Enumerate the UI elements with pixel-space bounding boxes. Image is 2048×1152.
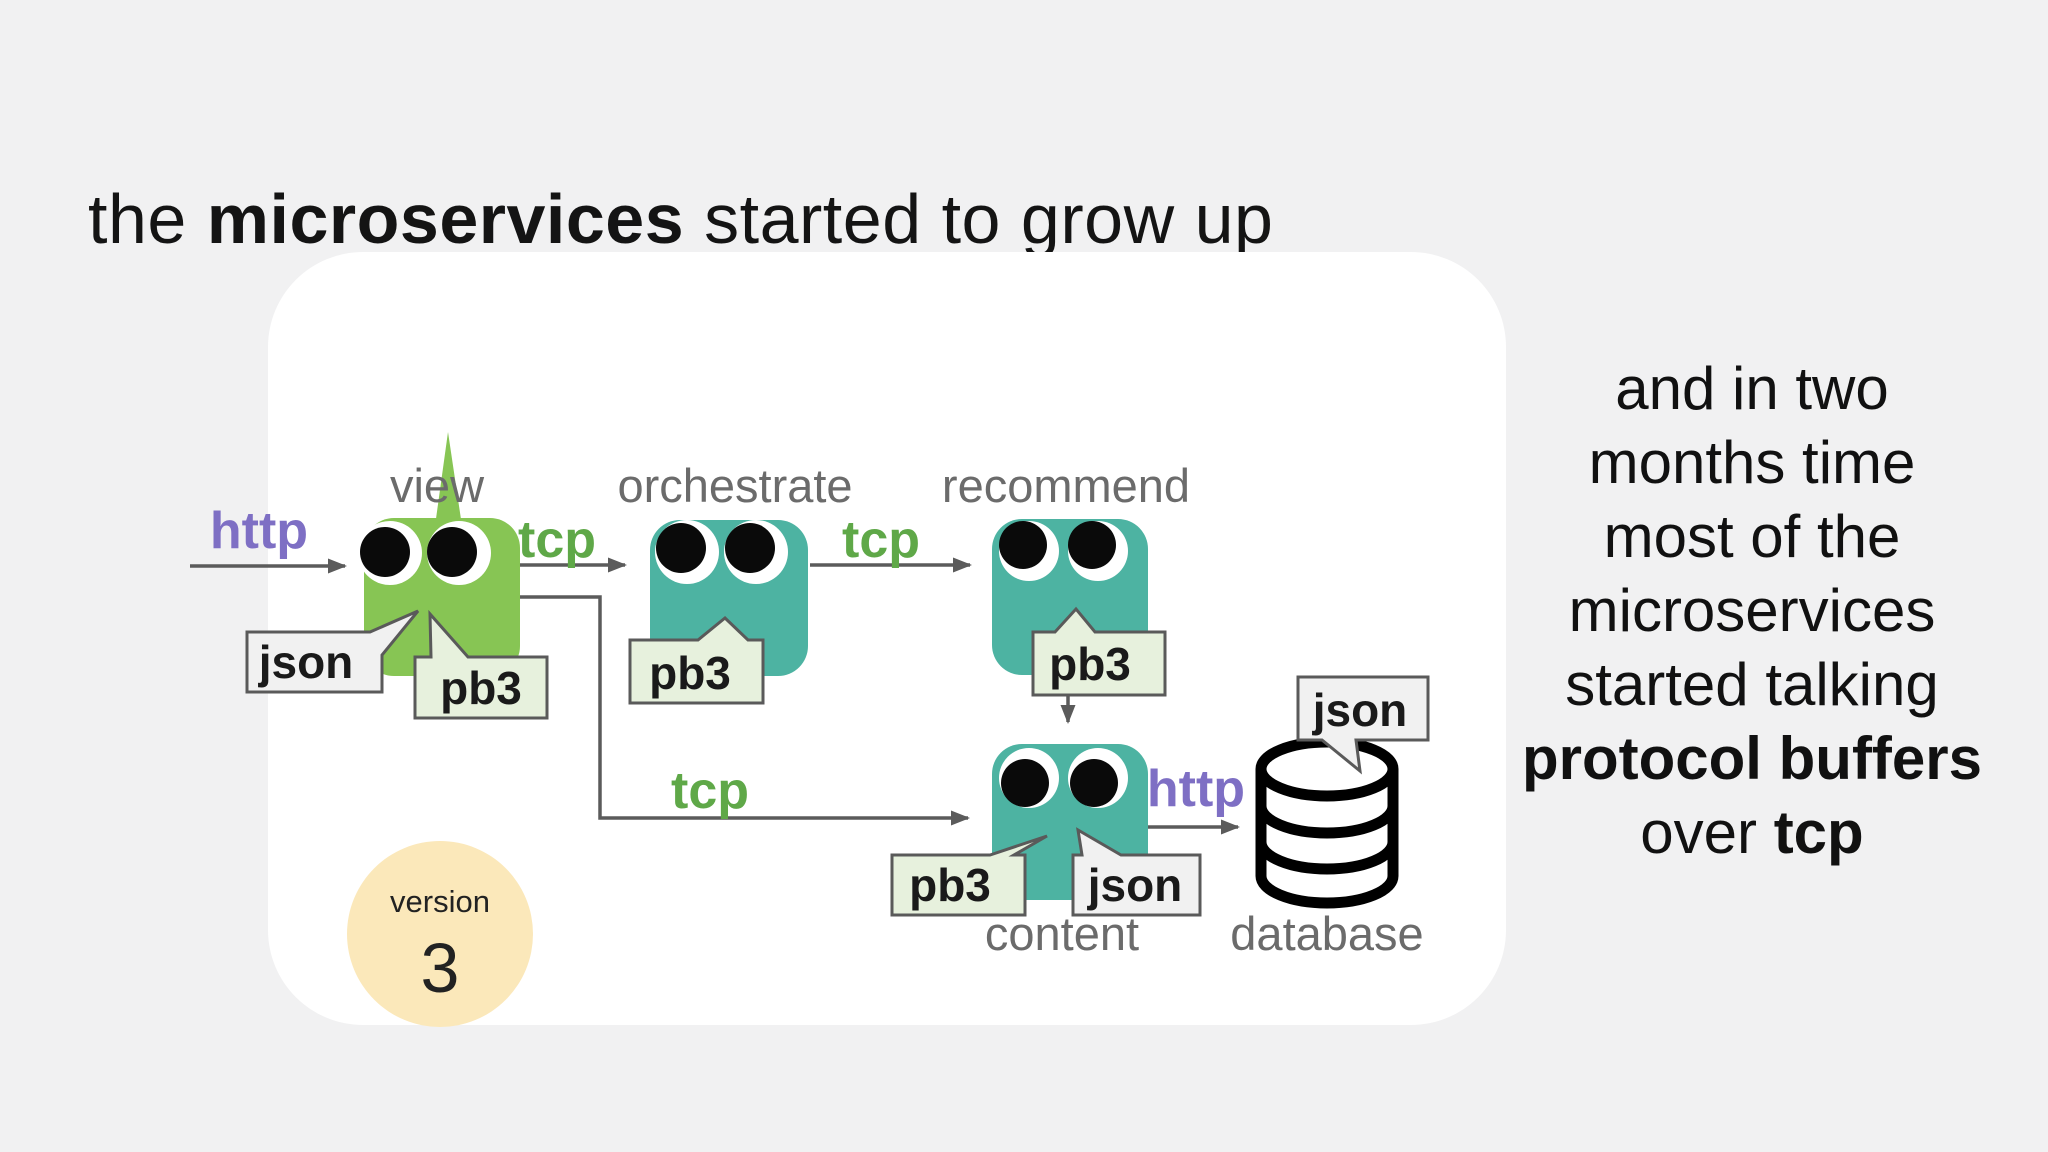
service-orchestrate-creature	[650, 520, 808, 676]
bubble-database-json	[1296, 675, 1430, 775]
database-icon	[1255, 736, 1399, 909]
label-http-in: http	[210, 502, 308, 560]
version-badge-label: version	[390, 884, 490, 919]
caption-tcp: tcp	[1773, 799, 1864, 866]
bubble-view-json-label: json	[258, 636, 354, 688]
label-service-recommend: recommend	[942, 459, 1190, 512]
connector-arrows	[190, 557, 1240, 835]
caption-line: most of the	[1603, 503, 1901, 570]
caption-line: microservices	[1568, 577, 1936, 644]
caption-line: started talking	[1565, 651, 1939, 718]
bubble-view-json	[245, 609, 420, 694]
bubble-content-pb3	[890, 834, 1048, 917]
label-tcp-orchestrate-recommend: tcp	[842, 511, 920, 569]
label-tcp-view-orchestrate: tcp	[518, 511, 596, 569]
title-highlight: microservices	[206, 179, 685, 258]
caption-line: months time	[1588, 429, 1916, 496]
version-badge-number: 3	[421, 929, 460, 1007]
speech-bubbles	[245, 606, 1430, 917]
caption-line: and in two	[1615, 355, 1889, 422]
title-suffix: started to grow up	[684, 179, 1274, 258]
page-title: the microservices started to grow up	[88, 179, 1273, 259]
version-badge: version 3	[347, 841, 533, 1027]
version-badge-circle	[347, 841, 533, 1027]
title-prefix: the	[88, 179, 207, 258]
arrow-view-content-tcp	[520, 595, 970, 826]
bubble-labels: json pb3 pb3 pb3 pb3 json json	[258, 636, 1408, 911]
bubble-recommend-pb3	[1031, 606, 1167, 697]
label-service-database: database	[1230, 907, 1423, 960]
bubble-content-json	[1071, 827, 1202, 917]
caption-text: and in two months time most of the micro…	[1472, 352, 2032, 870]
label-tcp-view-content: tcp	[671, 762, 749, 820]
bubble-orchestrate-pb3	[628, 616, 765, 705]
bubble-orchestrate-pb3-label: pb3	[649, 647, 731, 699]
view-spike	[435, 432, 462, 526]
content-eyes	[999, 748, 1128, 808]
bubble-view-pb3	[413, 609, 549, 720]
recommend-eyes	[999, 521, 1128, 581]
protocol-labels: http tcp tcp tcp http	[210, 502, 1245, 820]
bubble-database-json-label: json	[1312, 684, 1408, 736]
label-service-content: content	[985, 907, 1139, 960]
label-service-orchestrate: orchestrate	[617, 459, 852, 512]
label-http-content-database: http	[1147, 760, 1245, 818]
bubble-view-pb3-label: pb3	[440, 662, 522, 714]
service-labels: view orchestrate recommend content datab…	[390, 459, 1424, 960]
service-view-creature	[358, 432, 520, 676]
caption-line-protocol-buffers: protocol buffers	[1522, 725, 1982, 792]
caption-over: over	[1640, 799, 1774, 866]
orchestrate-eyes	[655, 520, 788, 584]
view-eyes	[358, 521, 491, 585]
bubble-content-json-label: json	[1087, 859, 1183, 911]
caption-line-over-tcp: over tcp	[1472, 796, 2032, 870]
label-service-view: view	[390, 459, 485, 512]
bubble-content-pb3-label: pb3	[909, 859, 991, 911]
bubble-recommend-pb3-label: pb3	[1049, 638, 1131, 690]
